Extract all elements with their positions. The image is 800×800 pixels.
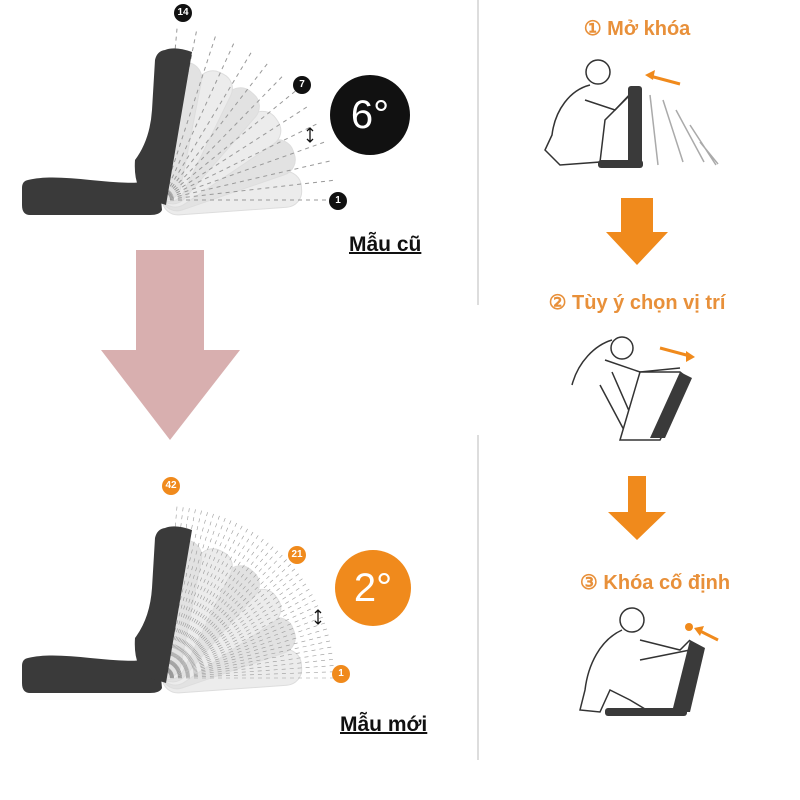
angle-step-line	[161, 512, 221, 679]
angle-step-line	[161, 665, 337, 679]
person-choose-position-illustration	[571, 336, 695, 441]
old-model-label: Mẫu cũ	[349, 233, 422, 256]
angle-step-line	[161, 529, 255, 679]
orange-down-arrow-2	[608, 476, 666, 540]
angle-step-line	[161, 507, 203, 679]
angle-step-line	[161, 140, 328, 201]
angle-step-line	[161, 604, 321, 679]
angle-step-line	[161, 49, 253, 201]
angle-step-line	[161, 627, 330, 679]
angle-step-line	[161, 532, 261, 679]
angle-step-line	[161, 640, 333, 679]
old-chair-illustration	[22, 25, 337, 216]
angle-step-line	[161, 28, 198, 201]
new-model-label: Mẫu mới	[340, 713, 428, 736]
angle-step-line	[161, 621, 328, 679]
angle-step-line	[161, 523, 244, 679]
angle-step-line	[161, 159, 333, 201]
big-down-arrow	[101, 250, 240, 440]
angle-step-line	[161, 598, 319, 679]
angle-step-line	[161, 88, 298, 201]
angle-step-line	[161, 540, 271, 679]
angle-step-line	[161, 633, 332, 679]
angle-step-line	[161, 40, 236, 201]
angle-step-line	[161, 544, 276, 679]
new-mark-min: 1	[332, 665, 350, 683]
old-mark-mid: 7	[293, 76, 311, 94]
new-chair-illustration	[22, 503, 337, 694]
angle-step-line	[161, 557, 290, 679]
angle-step-line	[161, 615, 326, 679]
chair-backrest	[134, 526, 192, 683]
chair-seat	[22, 655, 162, 693]
angle-indicator-icon	[306, 127, 314, 143]
angle-step-line	[161, 587, 313, 679]
step-unlock: ① Mở khóa	[583, 18, 691, 40]
angle-step-line	[161, 592, 316, 679]
angle-step-line	[161, 510, 215, 679]
old-angle-bubble: 6°	[330, 75, 410, 155]
angle-step-line	[161, 520, 239, 679]
angle-step-line	[161, 576, 306, 679]
person-unlock-illustration	[544, 59, 719, 168]
angle-step-line	[161, 561, 294, 679]
angle-step-line	[161, 179, 336, 201]
angle-step-line	[161, 582, 309, 679]
step-choose-position: ② Tùy ý chọn vị trí	[548, 292, 726, 314]
angle-step-line	[161, 33, 217, 201]
angle-step-line	[161, 566, 298, 679]
new-mark-max: 42	[162, 477, 180, 495]
orange-down-arrow-1	[606, 198, 668, 265]
angle-step-line	[161, 646, 335, 679]
angle-step-line	[161, 105, 310, 201]
new-mark-mid: 21	[288, 546, 306, 564]
angle-step-line	[161, 122, 320, 201]
angle-step-line	[161, 609, 324, 679]
angle-step-line	[161, 671, 337, 679]
angle-step-line	[161, 61, 270, 201]
angle-indicator-icon	[314, 609, 322, 625]
angle-step-line	[161, 548, 281, 679]
person-lock-illustration	[579, 607, 719, 716]
chair-seat	[22, 177, 162, 215]
angle-step-line	[161, 517, 233, 679]
angle-step-line	[161, 526, 250, 679]
angle-step-line	[161, 536, 266, 679]
new-angle-bubble: 2°	[335, 550, 411, 626]
angle-step-line	[161, 515, 227, 679]
old-mark-min: 1	[329, 192, 347, 210]
angle-step-line	[161, 571, 302, 679]
step-lock: ③ Khóa cố định	[579, 572, 731, 594]
angle-step-line	[161, 652, 336, 679]
old-mark-max: 14	[174, 4, 192, 22]
angle-step-line	[161, 509, 209, 679]
angle-step-line	[161, 658, 337, 679]
angle-step-line	[161, 74, 285, 201]
chair-backrest	[134, 48, 192, 206]
angle-step-line	[161, 552, 285, 679]
